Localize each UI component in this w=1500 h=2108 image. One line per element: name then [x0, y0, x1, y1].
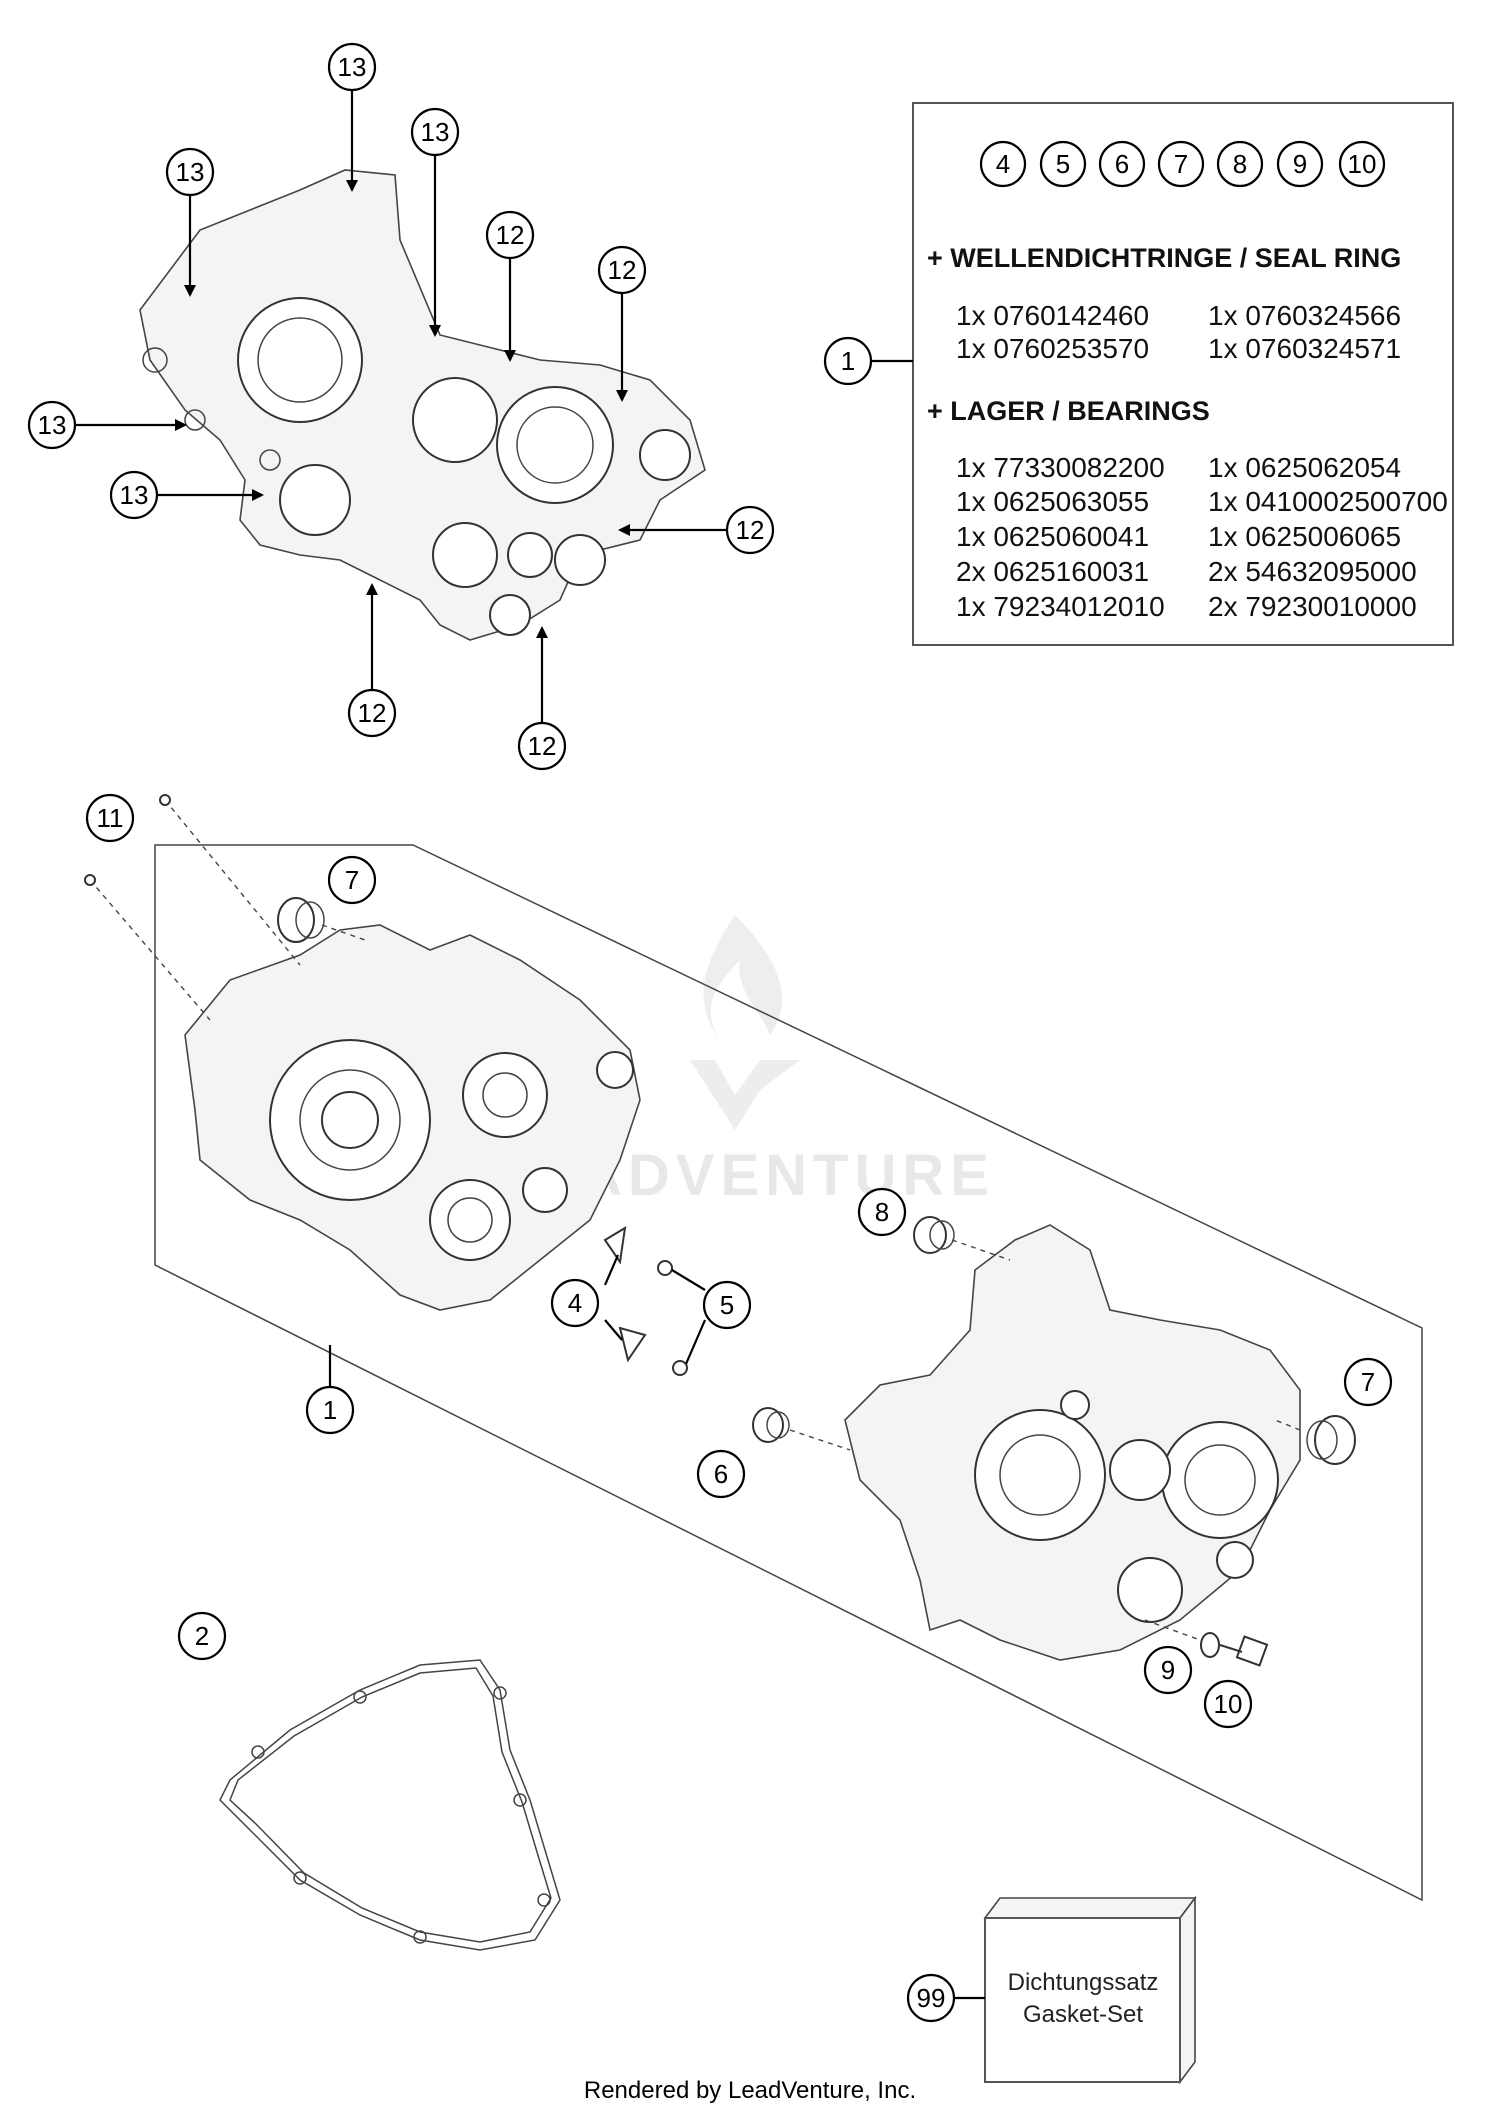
callout-12-upper-right: 12	[597, 245, 647, 402]
svg-text:12: 12	[358, 698, 387, 728]
callout-13-upper-right: 13	[410, 107, 460, 337]
included-item: 7	[1157, 140, 1205, 188]
bearing-part: 1x 0625063055	[956, 486, 1149, 517]
callout-4: 4	[550, 1278, 600, 1328]
svg-text:8: 8	[875, 1197, 889, 1227]
svg-text:99: 99	[917, 1983, 946, 2013]
bearings-heading: + LAGER / BEARINGS	[927, 396, 1210, 426]
callout-6: 6	[696, 1449, 746, 1499]
seal-ring-part: 1x 0760324566	[1208, 300, 1401, 331]
svg-text:5: 5	[1056, 149, 1070, 179]
svg-text:12: 12	[608, 255, 637, 285]
bearing-part: 1x 77330082200	[956, 452, 1165, 483]
callout-12-upper: 12	[485, 210, 535, 362]
svg-text:12: 12	[528, 731, 557, 761]
info-box: 4 5 6 7 8 9 10 + WELLENDICHTRINGE / SEAL…	[912, 102, 1454, 646]
svg-text:13: 13	[176, 157, 205, 187]
callout-13-left-middle: 13	[27, 400, 187, 450]
svg-text:4: 4	[568, 1288, 582, 1318]
callout-9: 9	[1143, 1645, 1193, 1695]
svg-text:13: 13	[338, 52, 367, 82]
svg-text:12: 12	[736, 515, 765, 545]
included-item: 9	[1276, 140, 1324, 188]
svg-text:6: 6	[1115, 149, 1129, 179]
stud-bolts	[84, 794, 301, 1021]
drain-plug	[1144, 1619, 1269, 1667]
gasket-set-label-de: Dichtungssatz	[1008, 1969, 1159, 1996]
callout-1-main: 1	[305, 1345, 355, 1435]
crankcase-half-left	[184, 924, 641, 1311]
bearing-part: 2x 79230010000	[1208, 591, 1417, 622]
bearing-part: 1x 0625006065	[1208, 521, 1401, 552]
callout-12-right: 12	[618, 505, 775, 555]
svg-text:12: 12	[496, 220, 525, 250]
crankcase-gasket	[219, 1659, 561, 1951]
callout-1-info: 1	[823, 336, 913, 386]
seal-ring-heading: + WELLENDICHTRINGE / SEAL RING	[927, 243, 1401, 273]
bearing-6	[752, 1407, 851, 1451]
bearing-part: 1x 0625060041	[956, 521, 1149, 552]
assembly-bracket	[154, 844, 1423, 1902]
seal-ring-part: 1x 0760324571	[1208, 333, 1401, 364]
footer-credit: Rendered by LeadVenture, Inc.	[584, 2077, 916, 2104]
svg-text:7: 7	[1361, 1367, 1375, 1397]
callout-2: 2	[177, 1611, 227, 1661]
callout-99: 99	[906, 1973, 985, 2023]
svg-text:10: 10	[1348, 149, 1377, 179]
seal-ring-left	[277, 897, 366, 943]
callout-12-bottom-right: 12	[517, 626, 567, 771]
included-item: 8	[1216, 140, 1264, 188]
watermark: ADVENTURE	[580, 915, 995, 1208]
callout-7-right: 7	[1343, 1357, 1393, 1407]
svg-text:6: 6	[714, 1459, 728, 1489]
crankcase-half-right	[844, 1224, 1301, 1661]
included-item: 10	[1338, 140, 1386, 188]
callout-10: 10	[1203, 1679, 1253, 1729]
svg-text:5: 5	[720, 1290, 734, 1320]
svg-text:1: 1	[841, 346, 855, 376]
bearing-part: 2x 0625160031	[956, 556, 1149, 587]
callout-5: 5	[702, 1280, 752, 1330]
watermark-text: ADVENTURE	[580, 1143, 995, 1208]
included-item: 6	[1098, 140, 1146, 188]
svg-text:9: 9	[1293, 149, 1307, 179]
svg-text:13: 13	[421, 117, 450, 147]
bearing-8	[913, 1216, 1011, 1261]
bearing-part: 1x 79234012010	[956, 591, 1165, 622]
seal-ring-part: 1x 0760142460	[956, 300, 1149, 331]
svg-text:7: 7	[345, 865, 359, 895]
svg-text:7: 7	[1174, 149, 1188, 179]
svg-text:13: 13	[38, 410, 67, 440]
included-items-row: 4 5 6 7 8 9 10	[979, 140, 1386, 188]
screws	[657, 1260, 707, 1376]
svg-text:8: 8	[1233, 149, 1247, 179]
callout-12-bottom-left: 12	[347, 583, 397, 738]
svg-text:1: 1	[323, 1395, 337, 1425]
oil-guides	[603, 1226, 647, 1363]
included-item: 5	[1039, 140, 1087, 188]
svg-text:9: 9	[1161, 1655, 1175, 1685]
callout-11: 11	[85, 793, 135, 843]
svg-text:11: 11	[97, 803, 124, 833]
callout-13-top: 13	[327, 42, 377, 192]
svg-text:10: 10	[1214, 1689, 1243, 1719]
callout-13-left-lower: 13	[109, 470, 264, 520]
callout-7-left: 7	[327, 855, 377, 905]
callout-13-left-upper: 13	[165, 147, 215, 297]
included-item: 4	[979, 140, 1027, 188]
svg-text:13: 13	[120, 480, 149, 510]
bearing-part: 1x 0625062054	[1208, 452, 1401, 483]
callout-8: 8	[857, 1187, 907, 1237]
svg-text:4: 4	[996, 149, 1010, 179]
svg-text:2: 2	[195, 1621, 209, 1651]
seal-ring-right	[1274, 1415, 1356, 1465]
bearing-part: 2x 54632095000	[1208, 556, 1417, 587]
gasket-set-label-en: Gasket-Set	[1023, 2001, 1143, 2028]
bearing-part: 1x 0410002500700	[1208, 486, 1448, 517]
seal-ring-part: 1x 0760253570	[956, 333, 1149, 364]
crankcase-half-top-view	[139, 169, 706, 641]
gasket-set-box: Dichtungssatz Gasket-Set	[983, 1895, 1197, 2085]
